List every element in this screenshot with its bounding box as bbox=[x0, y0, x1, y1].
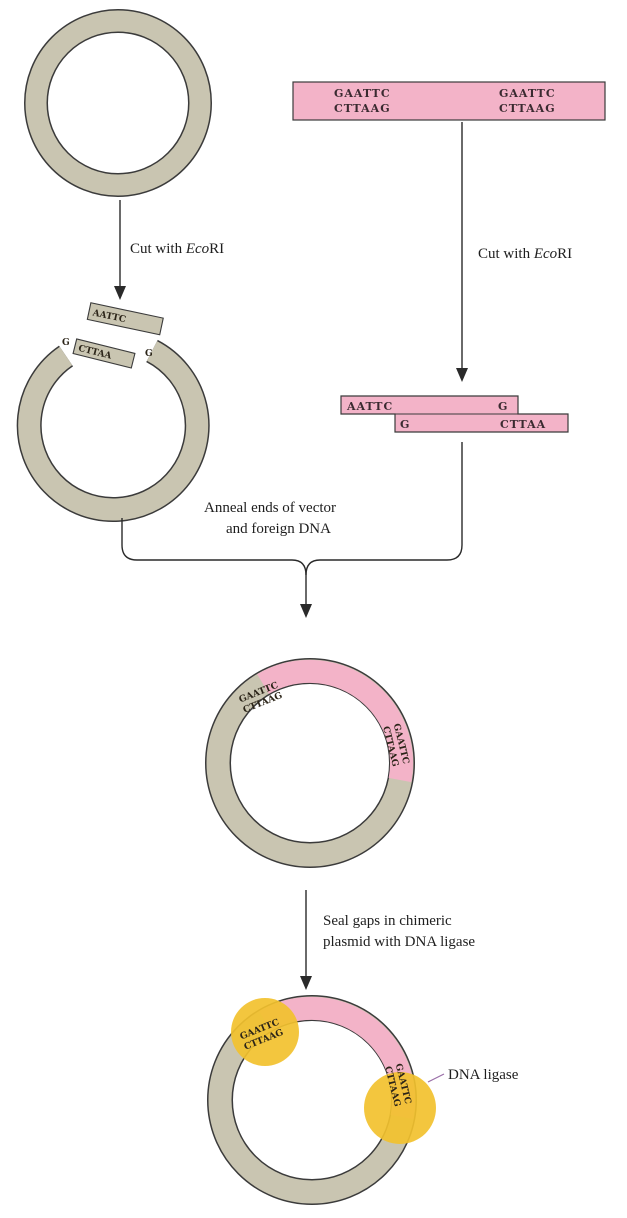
cut-foreign-top-left: AATTC bbox=[346, 400, 393, 413]
chimeric-plasmid-annealed: GAATTC CTTAAG GAATTC CTTAAG bbox=[218, 671, 410, 855]
cut-vector: AATTC CTTAA G G bbox=[29, 303, 197, 510]
cut-vector-right-g: G bbox=[145, 349, 153, 359]
chimeric-plasmid-ligated: GAATTC CTTAAG GAATTC CTTAAG bbox=[220, 998, 444, 1192]
cut-vector-left-g: G bbox=[62, 338, 70, 348]
ligase-leader-line bbox=[428, 1074, 444, 1082]
ligase-label: DNA ligase bbox=[448, 1067, 519, 1083]
cut-vector-caption: Cut with EcoRI bbox=[130, 241, 224, 257]
plasmid-vector bbox=[36, 21, 200, 185]
arrow-cut-vector bbox=[114, 200, 126, 300]
cut-foreign-caption: Cut with EcoRI bbox=[478, 246, 572, 262]
anneal-caption-line2: and foreign DNA bbox=[226, 521, 331, 537]
cut-foreign-bottom-left: G bbox=[400, 418, 410, 431]
cut-foreign-top-right: G bbox=[498, 400, 508, 413]
arrow-seal bbox=[300, 890, 312, 990]
foreign-dna: GAATTC CTTAAG GAATTC CTTAAG bbox=[293, 82, 605, 120]
foreign-bottom-left: CTTAAG bbox=[334, 102, 391, 115]
arrow-cut-foreign bbox=[456, 122, 468, 382]
foreign-top-left: GAATTC bbox=[334, 87, 391, 100]
cut-foreign-fragment: AATTC G G CTTAA bbox=[341, 396, 568, 432]
foreign-top-right: GAATTC bbox=[499, 87, 556, 100]
anneal-caption-line1: Anneal ends of vector bbox=[204, 500, 336, 516]
foreign-bottom-right: CTTAAG bbox=[499, 102, 556, 115]
seal-caption-line2: plasmid with DNA ligase bbox=[323, 934, 475, 950]
seal-caption-line1: Seal gaps in chimeric bbox=[323, 913, 452, 929]
cut-foreign-bottom-right: CTTAA bbox=[500, 418, 546, 431]
